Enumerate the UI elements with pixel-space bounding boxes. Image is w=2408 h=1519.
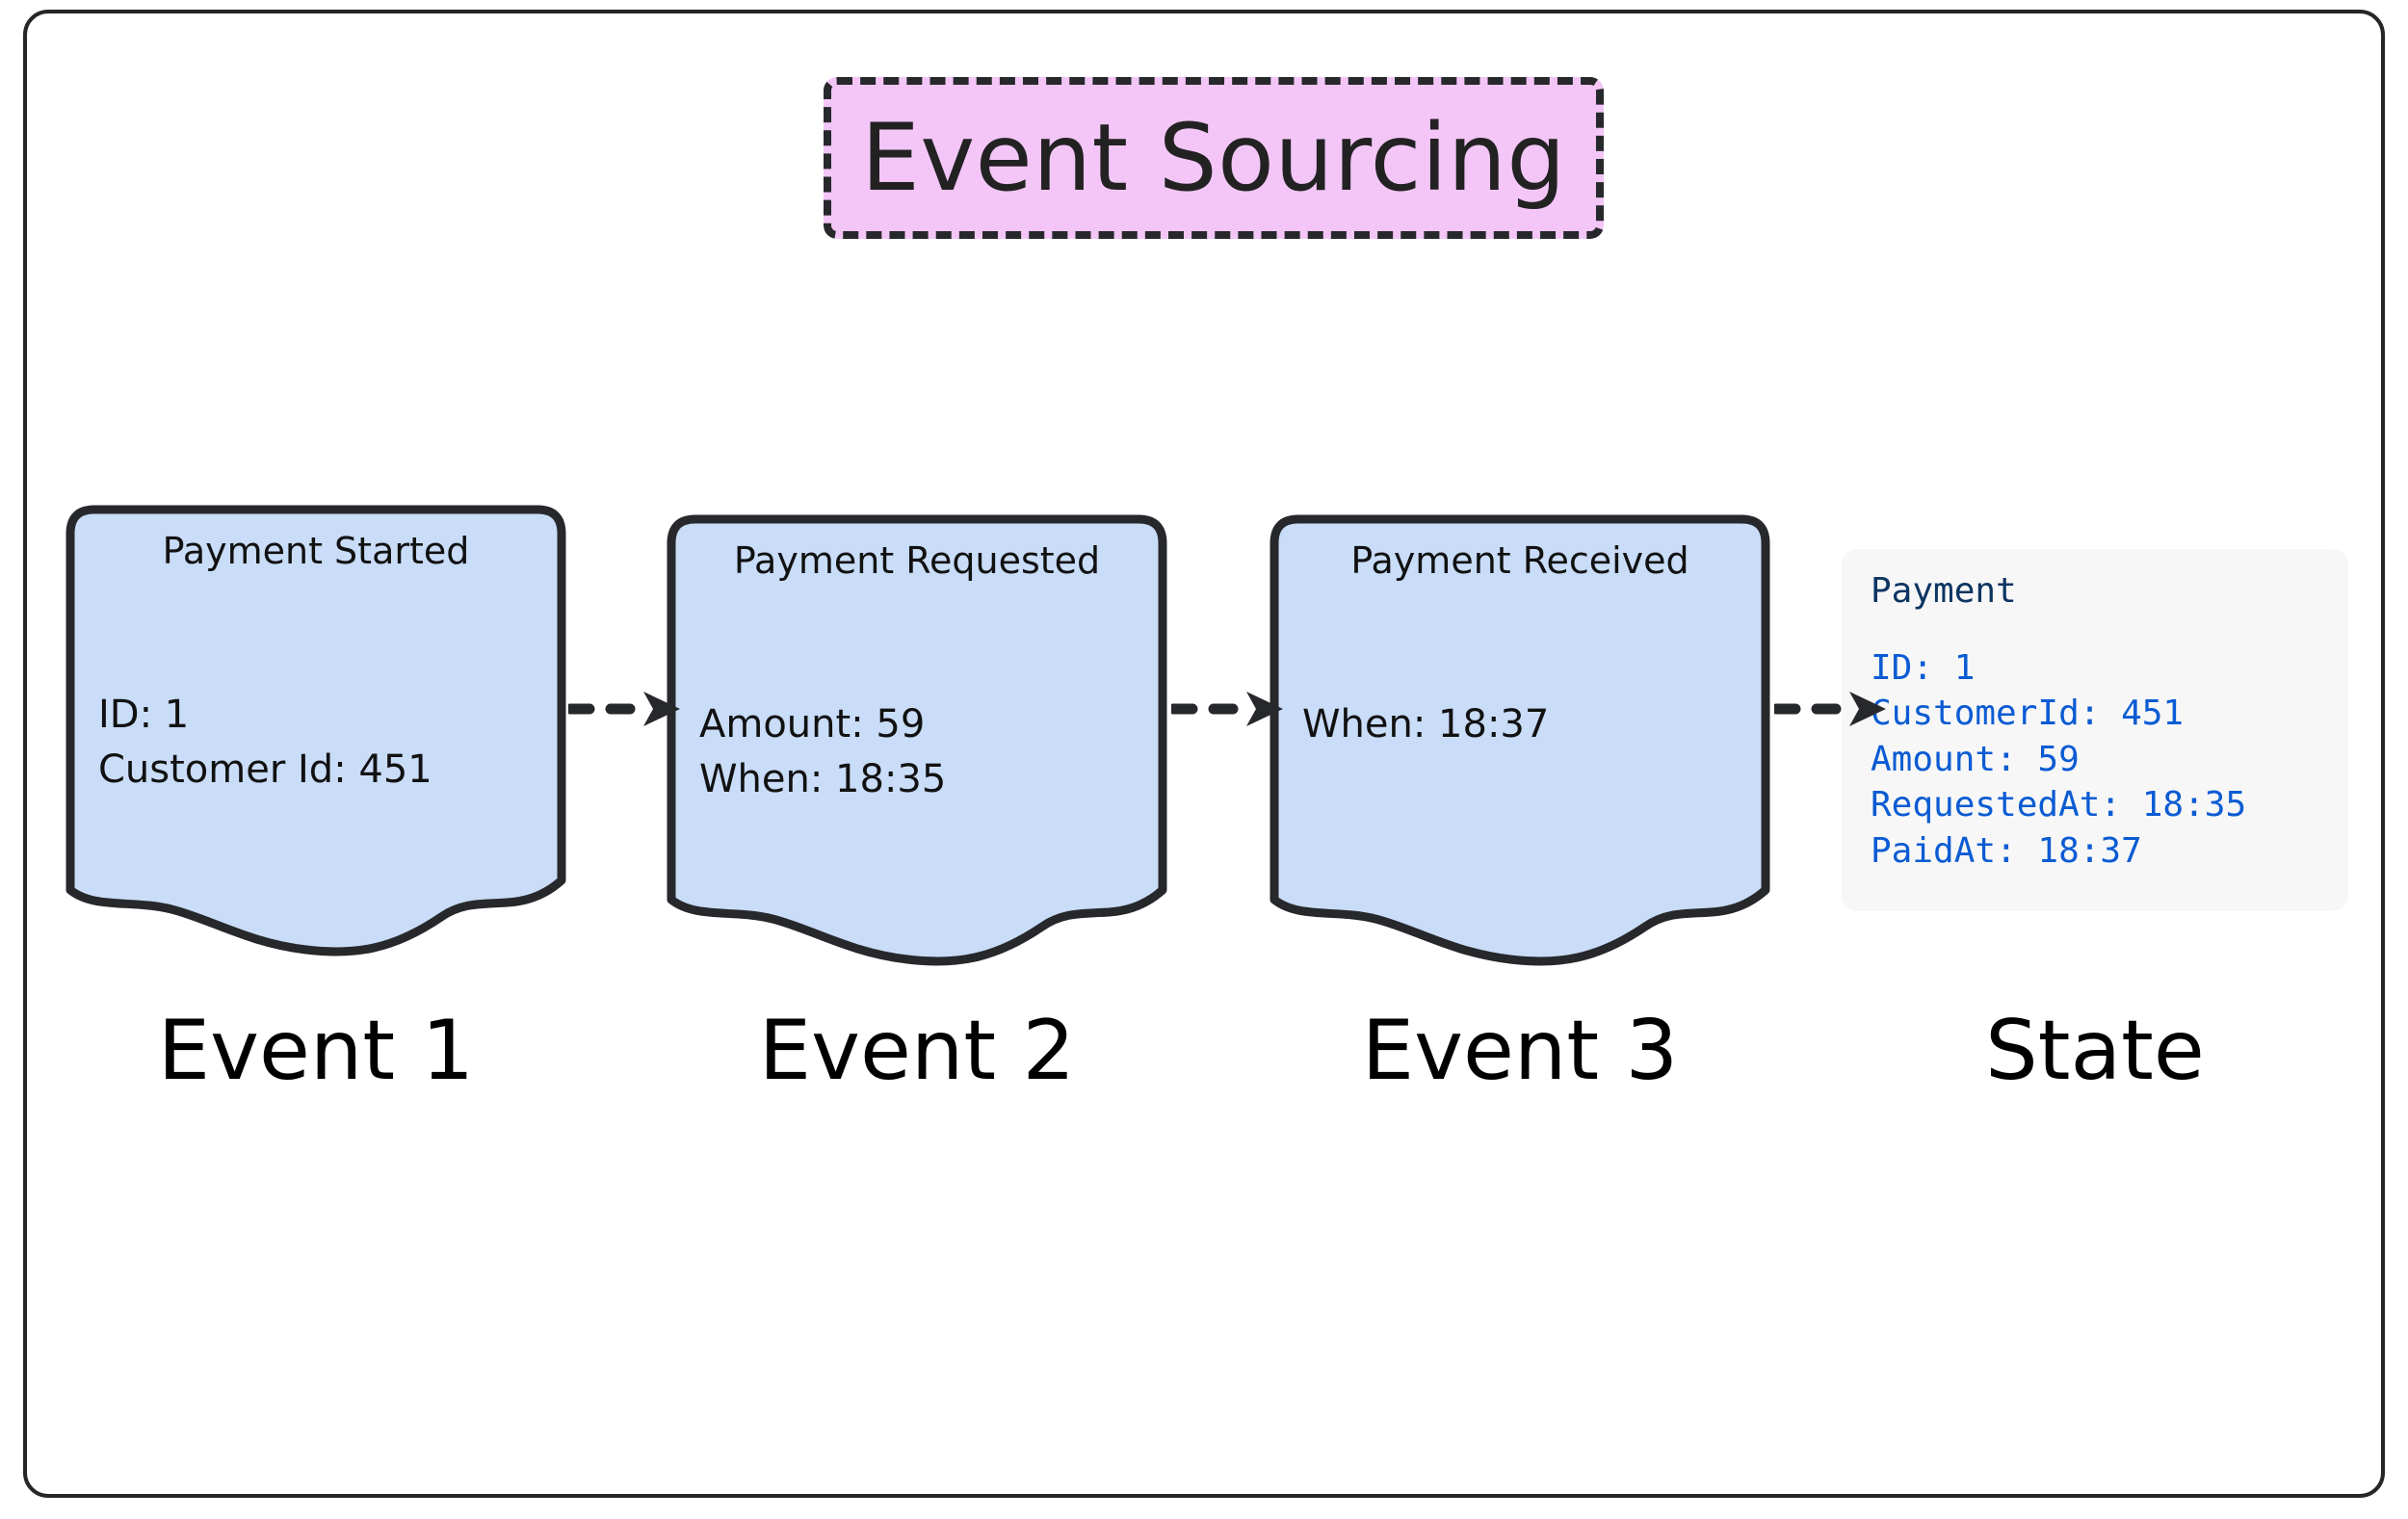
- caption-event-2: Event 2: [758, 1003, 1076, 1099]
- state-card[interactable]: Payment ID: 1 CustomerId: 451 Amount: 59…: [1842, 549, 2348, 911]
- event-card-1-body: Payment Started: [65, 505, 566, 957]
- diagram-title-box: Event Sourcing: [824, 77, 1604, 239]
- event-card-3[interactable]: Payment Received When: 18:37: [1269, 514, 1770, 967]
- event-field: When: 18:37: [1302, 702, 1550, 746]
- event-field: Customer Id: 451: [98, 746, 432, 792]
- state-field: Amount: 59: [1871, 739, 2080, 779]
- arrow-event1-to-event2-icon: [568, 692, 680, 726]
- page-title: Event Sourcing: [861, 104, 1566, 212]
- caption-state: State: [1985, 1003, 2205, 1099]
- event-card-3-fields: When: 18:37: [1302, 697, 1751, 752]
- event-card-1-title: Payment Started: [162, 530, 470, 572]
- event-card-3-body: Payment Received: [1269, 514, 1770, 967]
- event-card-2[interactable]: Payment Requested Amount: 59 When: 18:35: [667, 514, 1167, 967]
- event-field: When: 18:35: [699, 756, 947, 801]
- document-shape-icon: [65, 505, 566, 956]
- event-card-3-title: Payment Received: [1350, 539, 1689, 582]
- caption-event-3: Event 3: [1361, 1003, 1679, 1099]
- arrow-event2-to-event3-icon: [1171, 692, 1283, 726]
- document-shape-icon: [667, 514, 1167, 966]
- event-field: Amount: 59: [699, 702, 926, 746]
- state-field: ID: 1: [1871, 647, 1976, 688]
- caption-event-1: Event 1: [157, 1003, 475, 1099]
- event-card-2-title: Payment Requested: [733, 539, 1101, 582]
- state-field: RequestedAt: 18:35: [1871, 785, 2247, 825]
- state-field: CustomerId: 451: [1871, 694, 2185, 734]
- arrow-event3-to-state-icon: [1774, 692, 1886, 726]
- event-card-1-fields: ID: 1 Customer Id: 451: [98, 688, 547, 798]
- document-shape-icon: [1269, 514, 1770, 966]
- event-field: ID: 1: [98, 693, 190, 737]
- event-card-1[interactable]: Payment Started ID: 1 Customer Id: 451: [65, 505, 566, 957]
- state-field: PaidAt: 18:37: [1871, 830, 2142, 871]
- state-heading: Payment: [1871, 571, 2017, 611]
- event-card-2-fields: Amount: 59 When: 18:35: [699, 697, 1148, 807]
- event-card-2-body: Payment Requested: [667, 514, 1167, 967]
